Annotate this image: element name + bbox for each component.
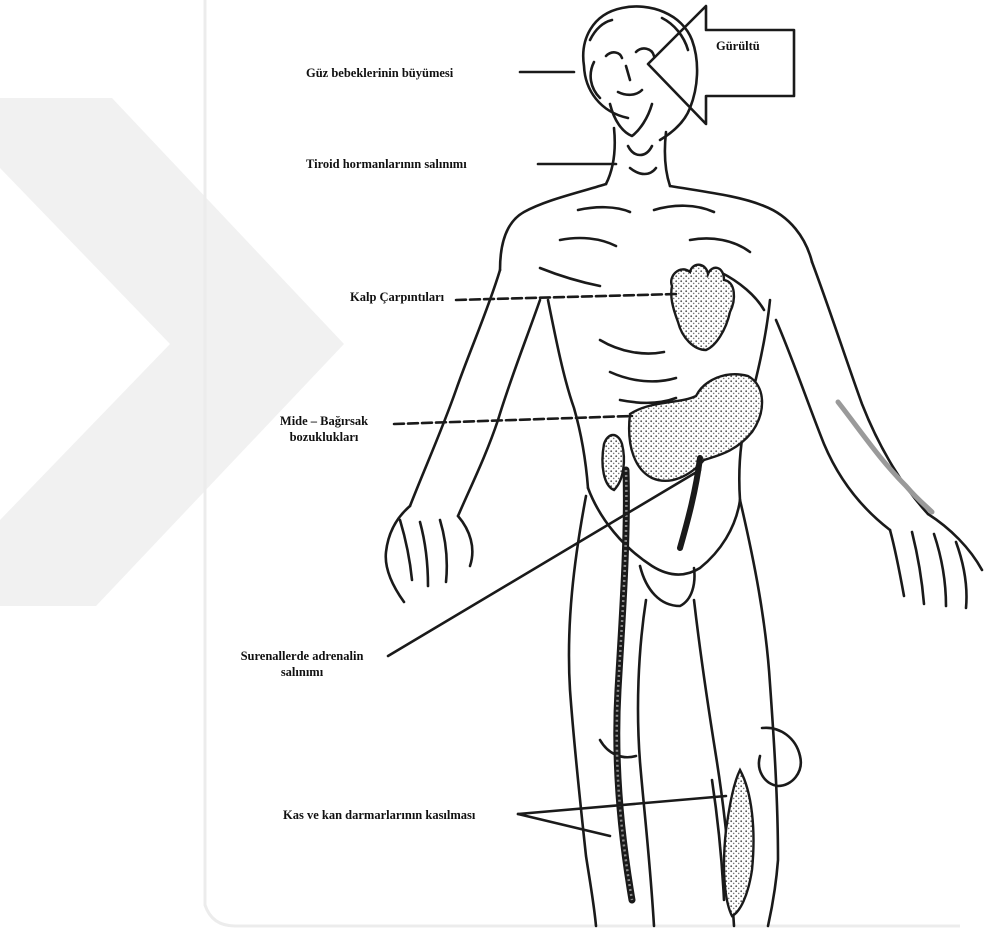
scan-border bbox=[205, 0, 960, 926]
right-arm-outer bbox=[812, 262, 928, 514]
right-forearm-shade bbox=[838, 402, 932, 512]
muscle-leader-a bbox=[518, 814, 610, 836]
clavicles bbox=[578, 206, 714, 212]
heart-label: Kalp Çarpıntıları bbox=[350, 289, 444, 305]
beard bbox=[610, 104, 652, 136]
calf-muscle-organ bbox=[724, 770, 754, 916]
left-leg-outer bbox=[569, 496, 596, 926]
pelvis bbox=[588, 488, 740, 606]
right-arm-inner bbox=[776, 320, 890, 530]
right-knee bbox=[759, 728, 801, 786]
left-hand bbox=[386, 506, 473, 602]
gut-leader bbox=[394, 416, 632, 424]
muscle-label: Kas ve kan darmarlarının kasılması bbox=[283, 807, 475, 823]
watermark-chevron bbox=[0, 98, 344, 606]
left-leg-inner bbox=[638, 600, 654, 926]
thyroid-label: Tiroid hormanlarının salınımı bbox=[306, 156, 467, 172]
gut-label-line2: bozuklukları bbox=[262, 429, 386, 445]
adrenal-label-line2: salınımı bbox=[224, 664, 380, 680]
left-arm-inner bbox=[458, 300, 540, 516]
adrenal-label: Surenallerde adrenalin salınımı bbox=[224, 648, 380, 680]
pupils-label: Güz bebeklerinin büyümesi bbox=[306, 65, 453, 81]
left-shoulder bbox=[500, 184, 606, 270]
stomach-organ bbox=[629, 374, 762, 481]
abdomen-lines bbox=[600, 340, 676, 403]
torso-left bbox=[548, 300, 588, 488]
noise-label: Gürültü bbox=[716, 38, 760, 54]
left-arm-outer bbox=[410, 270, 500, 506]
gut-label: Mide – Bağırsak bozuklukları bbox=[262, 413, 386, 445]
adrenal-leader bbox=[388, 470, 700, 656]
hair-strands bbox=[590, 18, 688, 98]
adrenal-label-line1: Surenallerde adrenalin bbox=[224, 648, 380, 664]
heart-organ bbox=[671, 265, 734, 350]
gut-label-line1: Mide – Bağırsak bbox=[262, 413, 386, 429]
face-features bbox=[606, 49, 654, 95]
adrenal-organ bbox=[602, 435, 623, 490]
neck bbox=[606, 128, 670, 186]
right-shoulder bbox=[670, 186, 812, 262]
right-hand bbox=[890, 514, 982, 608]
heart-leader bbox=[456, 294, 676, 300]
